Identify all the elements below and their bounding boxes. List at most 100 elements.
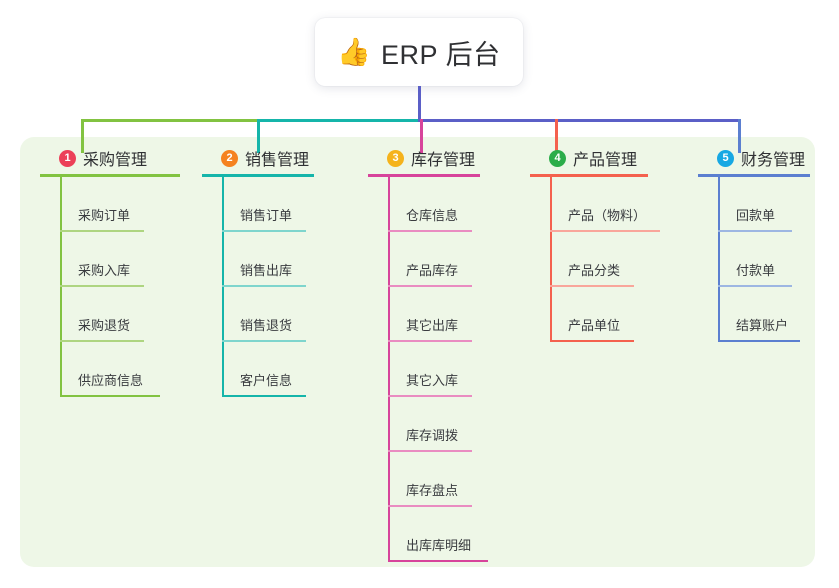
- leaf-item[interactable]: 客户信息: [202, 342, 314, 397]
- branch-vertical-stem: [388, 177, 390, 562]
- leaf-item[interactable]: 付款单: [698, 232, 810, 287]
- branch-header-2[interactable]: 2 销售管理: [202, 147, 314, 169]
- bus-segment-3: [418, 119, 740, 122]
- leaf-item-label: 产品（物料）: [568, 208, 647, 223]
- branch-column-3: 3 库存管理仓库信息产品库存其它出库其它入库库存调拨库存盘点出库库明细: [368, 147, 488, 562]
- leaf-item-underline: [550, 340, 634, 342]
- diagram-canvas: [20, 137, 815, 567]
- branch-leaf-list: 销售订单销售出库销售退货客户信息: [202, 177, 314, 397]
- leaf-item-label: 产品库存: [406, 263, 459, 278]
- leaf-item[interactable]: 销售出库: [202, 232, 314, 287]
- leaf-item-label: 产品单位: [568, 318, 621, 333]
- leaf-item-label: 产品分类: [568, 263, 621, 278]
- branch-leaf-list: 产品（物料） 产品分类产品单位: [530, 177, 660, 342]
- leaf-item-label: 回款单: [736, 208, 776, 223]
- leaf-item-underline: [718, 230, 792, 232]
- leaf-item[interactable]: 结算账户: [698, 287, 810, 342]
- branch-number-badge: 4: [549, 149, 566, 167]
- leaf-item-underline: [222, 395, 306, 397]
- bus-segment-2: [257, 119, 418, 122]
- leaf-item-label: 采购订单: [78, 208, 131, 223]
- leaf-item-underline: [388, 450, 472, 452]
- leaf-item-underline: [718, 285, 792, 287]
- leaf-item-label: 客户信息: [240, 373, 293, 388]
- leaf-item-underline: [388, 505, 472, 507]
- branch-underline: [368, 174, 480, 177]
- leaf-item[interactable]: 其它出库: [368, 287, 480, 342]
- leaf-item[interactable]: 销售退货: [202, 287, 314, 342]
- leaf-item[interactable]: 其它入库: [368, 342, 480, 397]
- leaf-item[interactable]: 出库库明细: [368, 507, 488, 562]
- leaf-item[interactable]: 供应商信息: [40, 342, 180, 397]
- leaf-item[interactable]: 产品（物料）: [530, 177, 660, 232]
- branch-column-1: 1 采购管理采购订单采购入库采购退货供应商信息: [40, 147, 180, 397]
- leaf-item[interactable]: 库存调拨: [368, 397, 480, 452]
- leaf-item-underline: [388, 560, 488, 562]
- leaf-item-underline: [550, 285, 634, 287]
- leaf-item-label: 其它入库: [406, 373, 459, 388]
- leaf-item[interactable]: 回款单: [698, 177, 810, 232]
- leaf-item-underline: [60, 285, 144, 287]
- branch-drop-2: [257, 119, 260, 153]
- branch-underline: [202, 174, 314, 177]
- leaf-item-label: 采购入库: [78, 263, 131, 278]
- leaf-item[interactable]: 销售订单: [202, 177, 314, 232]
- branch-leaf-list: 回款单付款单结算账户: [698, 177, 810, 342]
- bus-segment-1: [81, 119, 257, 122]
- leaf-item-label: 出库库明细: [406, 538, 472, 553]
- leaf-item-label: 库存盘点: [406, 483, 459, 498]
- root-connector-stem: [418, 86, 421, 122]
- branch-header-1[interactable]: 1 采购管理: [40, 147, 180, 169]
- leaf-item-underline: [388, 340, 472, 342]
- branch-drop-3: [420, 119, 423, 153]
- leaf-item-underline: [388, 395, 472, 397]
- leaf-item[interactable]: 产品分类: [530, 232, 648, 287]
- leaf-item[interactable]: 库存盘点: [368, 452, 480, 507]
- leaf-item-underline: [388, 285, 472, 287]
- root-node[interactable]: 👍 ERP 后台: [315, 18, 523, 86]
- leaf-item-label: 付款单: [736, 263, 776, 278]
- branch-underline: [530, 174, 648, 177]
- branch-vertical-stem: [222, 177, 224, 397]
- branch-vertical-stem: [718, 177, 720, 342]
- branch-header-3[interactable]: 3 库存管理: [368, 147, 480, 169]
- leaf-item-label: 采购退货: [78, 318, 131, 333]
- leaf-item[interactable]: 产品单位: [530, 287, 648, 342]
- branch-underline: [698, 174, 810, 177]
- branch-title: 库存管理: [411, 152, 476, 169]
- leaf-item-underline: [222, 285, 306, 287]
- leaf-item-label: 其它出库: [406, 318, 459, 333]
- branch-title: 销售管理: [245, 152, 310, 169]
- thumbs-up-icon: 👍: [337, 36, 372, 68]
- branch-vertical-stem: [550, 177, 552, 342]
- leaf-item-underline: [222, 340, 306, 342]
- branch-vertical-stem: [60, 177, 62, 397]
- branch-leaf-list: 采购订单采购入库采购退货供应商信息: [40, 177, 180, 397]
- root-node-title: ERP 后台: [381, 39, 501, 70]
- leaf-item[interactable]: 采购订单: [40, 177, 180, 232]
- branch-number-badge: 1: [59, 149, 76, 167]
- branch-underline: [40, 174, 180, 177]
- branch-number-badge: 3: [387, 149, 404, 167]
- branch-title: 财务管理: [741, 152, 806, 169]
- leaf-item-label: 仓库信息: [406, 208, 459, 223]
- leaf-item-label: 库存调拨: [406, 428, 459, 443]
- leaf-item[interactable]: 采购入库: [40, 232, 180, 287]
- leaf-item[interactable]: 仓库信息: [368, 177, 480, 232]
- leaf-item[interactable]: 采购退货: [40, 287, 180, 342]
- leaf-item-underline: [388, 230, 472, 232]
- leaf-item-label: 销售出库: [240, 263, 293, 278]
- branch-column-2: 2 销售管理销售订单销售出库销售退货客户信息: [202, 147, 314, 397]
- leaf-item-underline: [222, 230, 306, 232]
- leaf-item-label: 结算账户: [736, 318, 789, 333]
- leaf-item[interactable]: 产品库存: [368, 232, 480, 287]
- branch-leaf-list: 仓库信息产品库存其它出库其它入库库存调拨库存盘点出库库明细: [368, 177, 488, 562]
- leaf-item-underline: [60, 395, 160, 397]
- branch-title: 采购管理: [83, 152, 148, 169]
- branch-number-badge: 2: [221, 149, 238, 167]
- branch-drop-4: [555, 119, 558, 153]
